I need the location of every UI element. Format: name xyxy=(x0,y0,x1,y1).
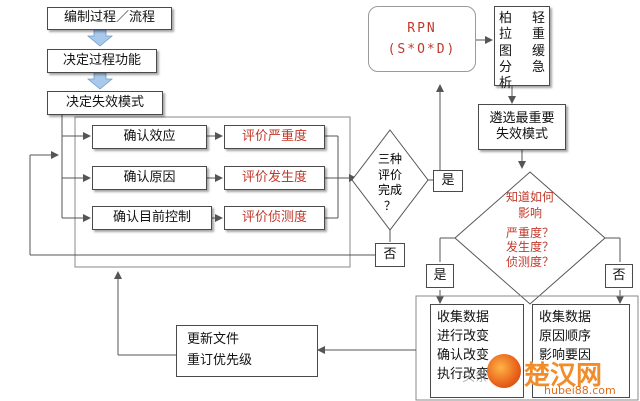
yes-label-top-text: 是 xyxy=(441,172,455,188)
collect-no-box: 收集数据 原因顺序 影响要因 xyxy=(532,304,630,398)
step-decide-failure-modes-label: 决定失效模式 xyxy=(65,94,144,110)
update-feedback xyxy=(114,271,176,356)
rpn-formula: (S*O*D) xyxy=(387,42,457,57)
collect-no-line-2: 影响要因 xyxy=(539,347,592,363)
no-label-left-text: 否 xyxy=(383,246,397,262)
decision-know-line2: 严重度？ 发生度？ 侦测度？ xyxy=(505,226,554,269)
no-label-right-text: 否 xyxy=(612,267,626,283)
rpn-title: RPN xyxy=(407,21,437,36)
step-arrow-2 xyxy=(86,72,114,90)
confirm-controls: 确认目前控制 xyxy=(92,206,212,230)
no-label-right: 否 xyxy=(605,264,633,288)
evaluate-severity-label: 评价严重度 xyxy=(241,128,307,144)
yes-label-bottom: 是 xyxy=(426,264,454,288)
step-define-process-label: 编制过程／流程 xyxy=(63,10,155,26)
left-feed xyxy=(61,115,91,222)
confirm-to-evaluate xyxy=(207,132,223,222)
confirm-controls-label: 确认目前控制 xyxy=(112,209,191,225)
confirm-causes: 确认原因 xyxy=(92,166,207,190)
pareto-text: 柏拉图分析 xyxy=(498,11,512,91)
evaluate-occurrence: 评价发生度 xyxy=(224,166,325,190)
watermark-brand: 楚汉网 xyxy=(524,361,603,391)
confirm-effects: 确认效应 xyxy=(92,125,207,149)
step-arrow-1 xyxy=(86,29,114,47)
decision-know-line1: 知道如何 影响 xyxy=(505,190,554,220)
watermark-domain: hubei88.com xyxy=(544,384,616,397)
evaluate-detection: 评价侦测度 xyxy=(224,206,325,230)
collect-yes-line-2: 确认改变 xyxy=(437,347,490,363)
collect-no-line-1: 原因顺序 xyxy=(539,328,592,344)
confirm-effects-label: 确认效应 xyxy=(123,128,176,144)
collect-yes-title: 收集数据 xyxy=(437,310,490,325)
step-decide-functions: 决定过程功能 xyxy=(47,49,157,73)
step-decide-failure-modes: 决定失效模式 xyxy=(47,91,163,115)
evaluate-to-decision xyxy=(325,135,357,219)
decision-complete-text: 三种 评价 完成 ？ xyxy=(377,152,402,213)
evaluate-detection-label: 评价侦测度 xyxy=(241,209,307,225)
watermark-logo-icon xyxy=(487,354,521,388)
step-define-process: 编制过程／流程 xyxy=(47,7,172,30)
confirm-group-frame xyxy=(74,116,351,268)
pareto-box: 柏拉图分析 轻重缓急 xyxy=(494,6,550,91)
update-box: 更新文件 重订优先级 xyxy=(176,325,318,377)
update-line-1: 更新文件 xyxy=(187,332,240,348)
watermark-faint: 头条 xyxy=(462,370,489,385)
update-line-2: 重订优先级 xyxy=(187,353,253,368)
decision-no-path xyxy=(29,151,391,256)
yes-label-top: 是 xyxy=(433,170,463,192)
collect-yes-line-3: 执行改变 xyxy=(437,366,490,382)
evaluate-occurrence-label: 评价发生度 xyxy=(241,169,307,185)
evaluate-severity: 评价严重度 xyxy=(224,125,325,149)
select-modes-box: 遴选最重要 失效模式 xyxy=(478,104,566,150)
collect-yes-line-1: 进行改变 xyxy=(437,328,490,344)
decision-diamond-know xyxy=(454,171,606,305)
step-arrows xyxy=(86,29,114,90)
collect-no-title: 收集数据 xyxy=(539,310,592,325)
select-modes-label: 遴选最重要 失效模式 xyxy=(489,110,555,142)
reduce-risk-text: 轻重缓急 xyxy=(531,11,545,75)
rpn-box: RPN (S*O*D) xyxy=(368,6,476,72)
collect-group-frame xyxy=(415,295,639,401)
yes-label-bottom-text: 是 xyxy=(433,267,447,283)
decision-yes-path xyxy=(428,84,444,181)
confirm-causes-label: 确认原因 xyxy=(123,169,176,185)
no-label-left: 否 xyxy=(375,243,405,267)
step-decide-functions-label: 决定过程功能 xyxy=(62,52,141,68)
